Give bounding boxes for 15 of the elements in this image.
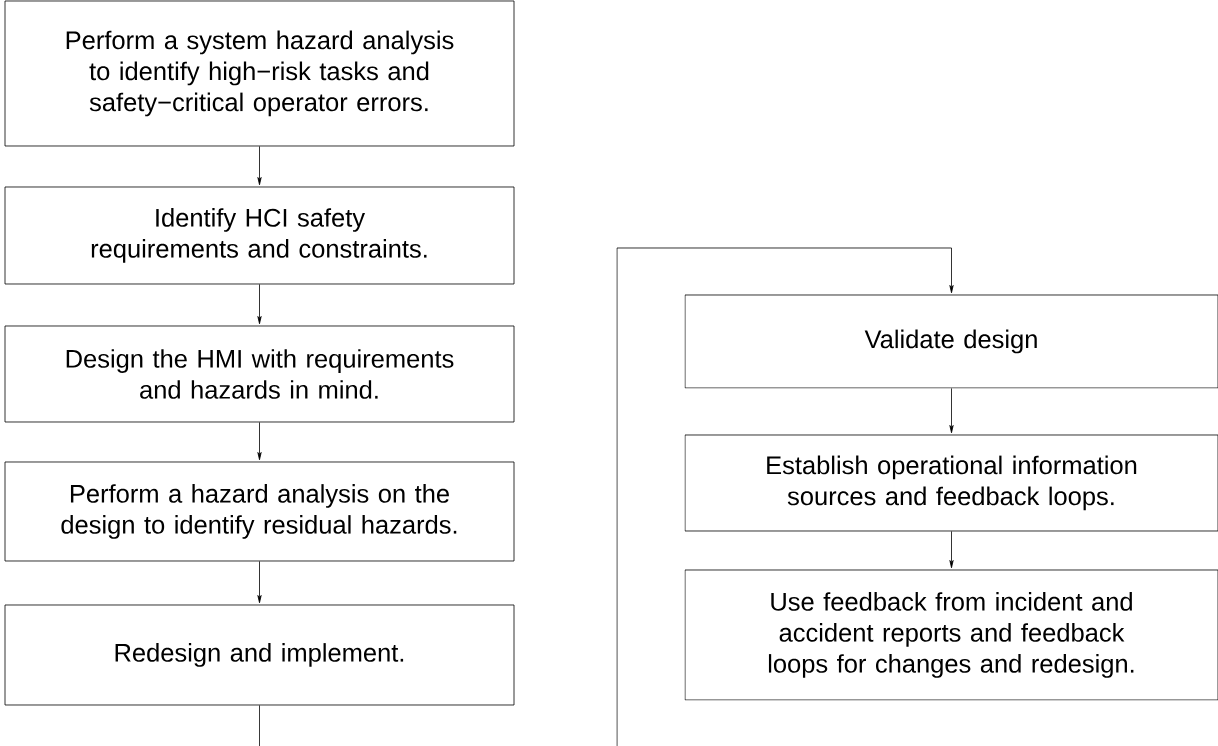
arrow: [616, 247, 954, 746]
arrow: [257, 146, 262, 186]
process-box: Validate design: [684, 294, 1218, 389]
process-box: Use feedback from incident and accident reports and feedback loops for changes and redesign.: [684, 569, 1218, 701]
arrow: [257, 561, 262, 604]
arrow: [949, 531, 954, 569]
process-box: Perform a hazard analysis on the design to identify residual hazards.: [4, 461, 515, 562]
arrow: [257, 422, 262, 461]
process-box: Design the HMI with requirements and hazards in mind.: [4, 325, 515, 423]
process-box: Identify HCI safety requirements and constraints.: [4, 186, 515, 285]
process-box: Perform a system hazard analysis to identify high−risk tasks and safety−critical operator errors.: [4, 0, 515, 147]
arrow: [949, 388, 954, 434]
process-box: Redesign and implement.: [4, 604, 515, 706]
process-box: Establish operational information sources and feedback loops.: [684, 434, 1218, 532]
arrow: [257, 284, 262, 325]
